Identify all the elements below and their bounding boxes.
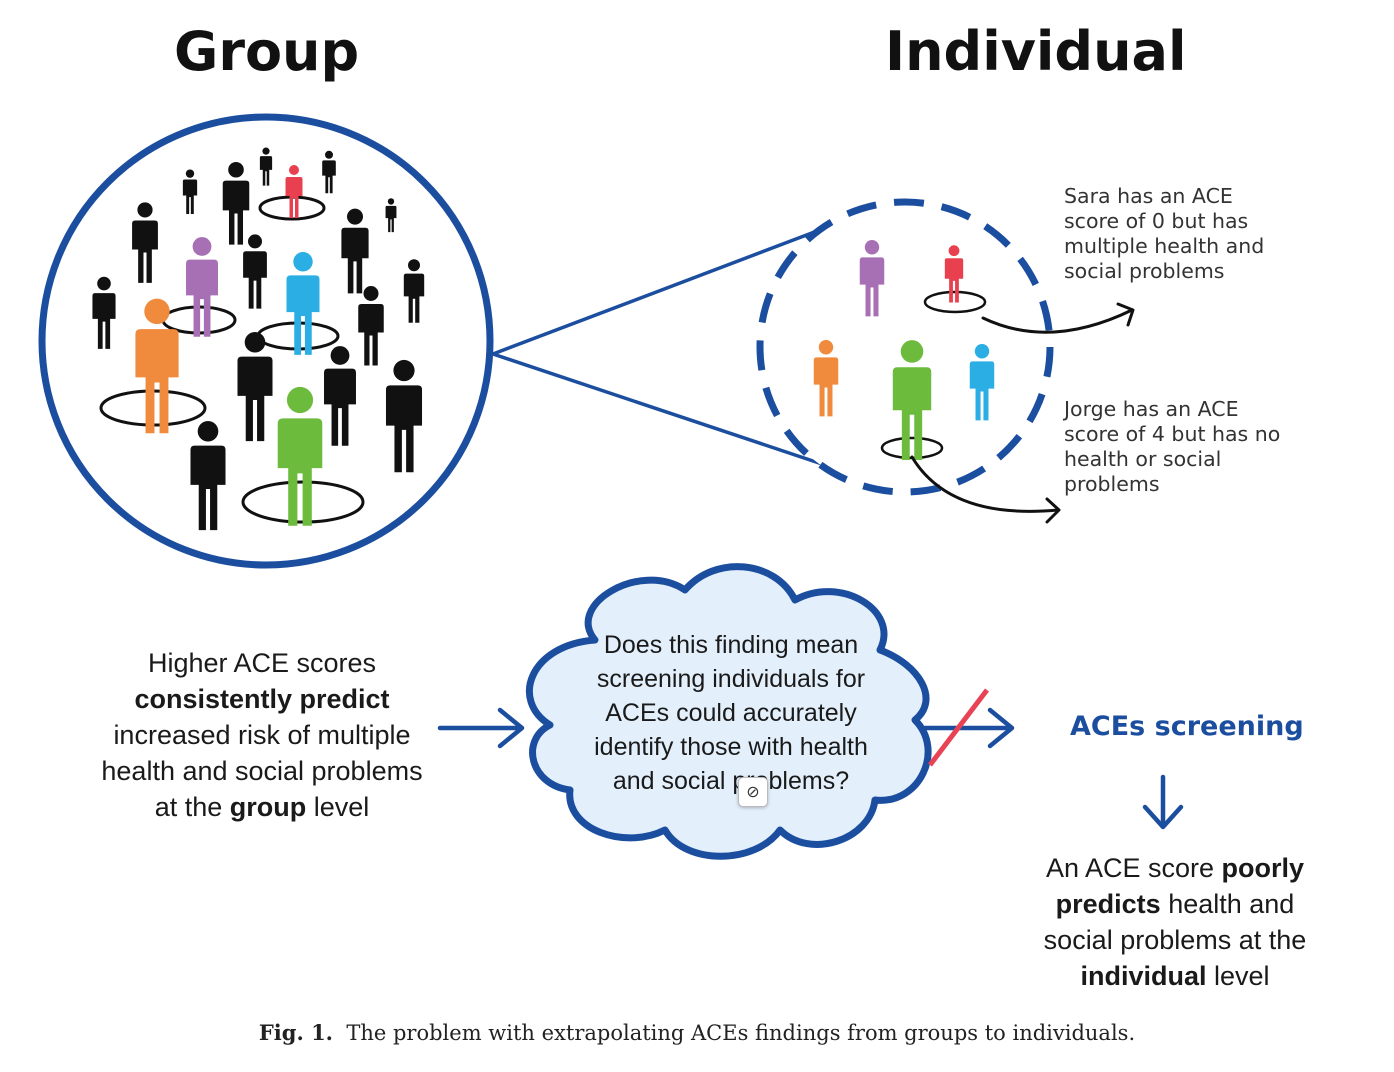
down-arrow-icon	[1142, 774, 1184, 830]
arrow-to-screening-icon	[922, 707, 1015, 749]
para-line: consistently predict	[72, 681, 452, 717]
para-line: health and social problems	[101, 756, 423, 786]
sara-note: Sara has an ACE score of 0 but has multi…	[1064, 184, 1394, 284]
para-line: social problems at the	[1043, 925, 1307, 955]
note-line: Jorge has an ACE	[1064, 397, 1239, 421]
stop-overlay-button[interactable]: ⊘	[738, 777, 768, 807]
individual-finding-text: An ACE score poorly predicts health and …	[1000, 850, 1350, 994]
note-arrows	[910, 302, 1135, 524]
bold-phrase: group	[229, 792, 307, 822]
para-line: Higher ACE scores	[147, 648, 377, 678]
bold-phrase: individual	[1080, 961, 1207, 991]
sara-arrow	[981, 308, 1134, 334]
group-finding-text: Higher ACE scores consistently predict i…	[72, 645, 452, 825]
cloud-line: ACEs could accurately	[605, 699, 857, 727]
note-line: Sara has an ACE	[1064, 184, 1233, 208]
caption-text: The problem with extrapolating ACEs find…	[346, 1021, 1136, 1045]
para-line: increased risk of multiple	[113, 720, 411, 750]
zoom-lines	[492, 226, 826, 467]
para-line: An ACE score poorly	[1045, 853, 1305, 883]
para-line: predicts health and	[1055, 889, 1295, 919]
bold-phrase: predicts	[1055, 889, 1161, 919]
note-line: score of 0 but has	[1064, 209, 1249, 233]
note-line: multiple health and	[1064, 234, 1265, 258]
cloud-line: screening individuals for	[596, 665, 866, 693]
arrow-to-cloud-icon	[437, 707, 525, 749]
note-line: health or social	[1064, 447, 1222, 471]
cloud-line: and social problems?	[612, 767, 850, 795]
note-line: score of 4 but has no	[1064, 422, 1281, 446]
bold-phrase: poorly	[1221, 853, 1305, 883]
para-line: individual level	[1080, 961, 1270, 991]
para-line: at the group level	[154, 792, 370, 822]
figure-caption: Fig. 1. The problem with extrapolating A…	[0, 1020, 1394, 1045]
caption-label: Fig. 1.	[258, 1020, 333, 1045]
note-line: social problems	[1064, 259, 1225, 283]
cloud-line: Does this finding mean	[603, 631, 859, 659]
jorge-note: Jorge has an ACE score of 4 but has no h…	[1064, 397, 1394, 497]
individual-heading: Individual	[885, 20, 1187, 83]
group-heading: Group	[174, 20, 360, 83]
question-cloud	[525, 563, 932, 860]
jorge-arrow	[910, 455, 1060, 513]
screening-label: ACEs screening	[1070, 711, 1304, 742]
cloud-question-text: Does this finding mean screening individ…	[561, 628, 901, 798]
strike-through-icon	[928, 688, 989, 767]
cloud-line: identify those with health	[594, 733, 868, 761]
bold-phrase: consistently predict	[134, 684, 390, 714]
note-line: problems	[1064, 472, 1160, 496]
